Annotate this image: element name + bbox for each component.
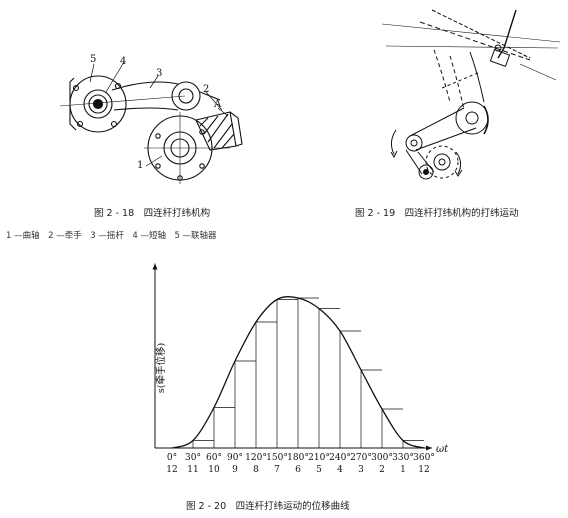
x-tick-sublabel-240: 4 xyxy=(337,465,343,475)
x-tick-label-360: 360° xyxy=(413,453,435,463)
x-tick-sublabel-30: 11 xyxy=(187,465,198,475)
figure-2-19-motion xyxy=(381,9,560,180)
coupling-disc xyxy=(69,75,127,133)
x-tick-label-270: 270° xyxy=(350,453,372,463)
chart-tick-labels: 0°1230°1160°1090°9120°8150°7180°6210°524… xyxy=(166,453,435,475)
x-tick-label-240: 240° xyxy=(329,453,351,463)
x-tick-label-120: 120° xyxy=(245,453,267,463)
chart-y-axis-label: s(牵手位移) xyxy=(155,343,167,393)
figure-2-19-caption: 图 2 - 19 四连杆打纬机构的打纬运动 xyxy=(355,208,519,219)
connecting-rod xyxy=(195,111,243,151)
x-tick-label-60: 60° xyxy=(206,453,222,463)
x-tick-sublabel-210: 5 xyxy=(316,465,322,475)
label-1: 1 xyxy=(137,160,144,171)
x-tick-sublabel-270: 3 xyxy=(358,465,364,475)
label-5: 5 xyxy=(90,54,97,65)
x-tick-sublabel-180: 6 xyxy=(295,465,301,475)
figure-2-20-caption: 图 2 - 20 四连杆打纬运动的位移曲线 xyxy=(186,501,350,512)
x-tick-sublabel-60: 10 xyxy=(208,465,220,475)
chart-x-axis-label: ωt xyxy=(436,444,449,455)
chart-step-bars xyxy=(192,297,424,448)
x-tick-sublabel-150: 7 xyxy=(274,465,280,475)
x-tick-sublabel-330: 1 xyxy=(400,465,406,475)
figure-2-18-caption: 图 2 - 18 四连杆打纬机构 xyxy=(94,208,211,219)
figure-2-18-mechanism xyxy=(60,61,243,184)
label-4: 4 xyxy=(120,56,127,67)
x-tick-sublabel-360: 12 xyxy=(418,465,429,475)
x-tick-label-0: 0° xyxy=(167,453,177,463)
x-tick-sublabel-120: 8 xyxy=(253,465,259,475)
displacement-curve xyxy=(171,296,425,449)
x-tick-label-210: 210° xyxy=(308,453,330,463)
label-A: A xyxy=(214,99,222,110)
x-tick-label-330: 330° xyxy=(392,453,414,463)
label-3: 3 xyxy=(156,68,163,79)
x-tick-label-30: 30° xyxy=(185,453,201,463)
x-tick-label-300: 300° xyxy=(371,453,393,463)
chart-axes xyxy=(152,263,432,451)
x-tick-label-180: 180° xyxy=(287,453,309,463)
x-tick-label-150: 150° xyxy=(266,453,288,463)
x-axis-arrow xyxy=(426,445,432,451)
x-tick-label-90: 90° xyxy=(227,453,243,463)
figure-2-18-legend: 1 —曲轴 2 —牵手 3 —摇杆 4 —短轴 5 —联轴器 xyxy=(6,231,217,241)
x-tick-sublabel-300: 2 xyxy=(379,465,385,475)
label-2: 2 xyxy=(203,84,210,95)
x-tick-sublabel-0: 12 xyxy=(166,465,177,475)
x-tick-sublabel-90: 9 xyxy=(232,465,238,475)
y-axis-arrow xyxy=(152,263,158,270)
chart-series xyxy=(171,296,425,449)
rocker-arm xyxy=(111,81,221,111)
